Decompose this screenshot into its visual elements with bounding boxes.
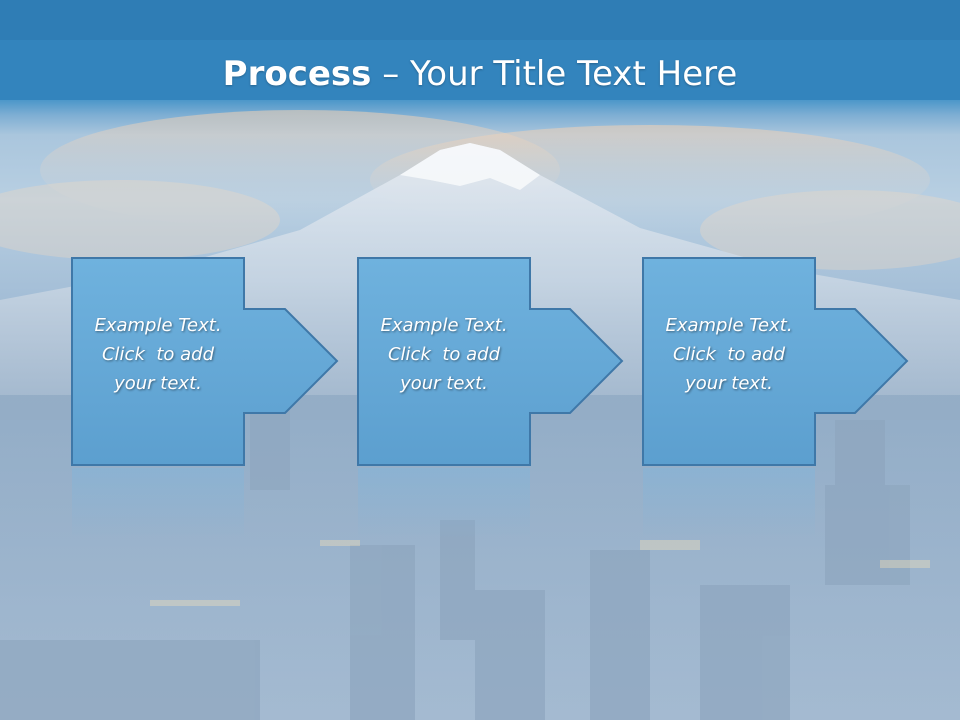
step-1-reflection (72, 468, 244, 540)
step-1-line-1: Example Text. (94, 315, 222, 336)
step-2-reflection (358, 468, 530, 540)
step-1-line-2: Click to add (101, 344, 214, 365)
step-3-line-1: Example Text. (665, 315, 793, 336)
slide-title[interactable]: Process – Your Title Text Here (0, 52, 960, 96)
title-dash: – (371, 54, 411, 94)
step-2-text[interactable]: Example Text. Click to add your text. (358, 311, 530, 398)
step-3-arrow-box (642, 257, 909, 466)
step-3-text[interactable]: Example Text. Click to add your text. (643, 311, 815, 398)
step-1-arrow-box (71, 257, 339, 466)
step-3-line-2: Click to add (672, 344, 785, 365)
step-3-line-3: your text. (685, 373, 773, 394)
step-3-reflection (643, 468, 815, 540)
step-2-line-2: Click to add (387, 344, 500, 365)
title-bold-part: Process (222, 54, 372, 94)
step-2-arrow-box (357, 257, 624, 466)
process-step-1[interactable] (71, 257, 339, 540)
title-rest: Your Title Text Here (410, 54, 738, 94)
process-step-3[interactable] (642, 257, 909, 540)
step-2-line-1: Example Text. (380, 315, 508, 336)
process-step-2[interactable] (357, 257, 624, 540)
step-2-line-3: your text. (400, 373, 488, 394)
step-1-line-3: your text. (114, 373, 202, 394)
step-1-text[interactable]: Example Text. Click to add your text. (72, 311, 244, 398)
